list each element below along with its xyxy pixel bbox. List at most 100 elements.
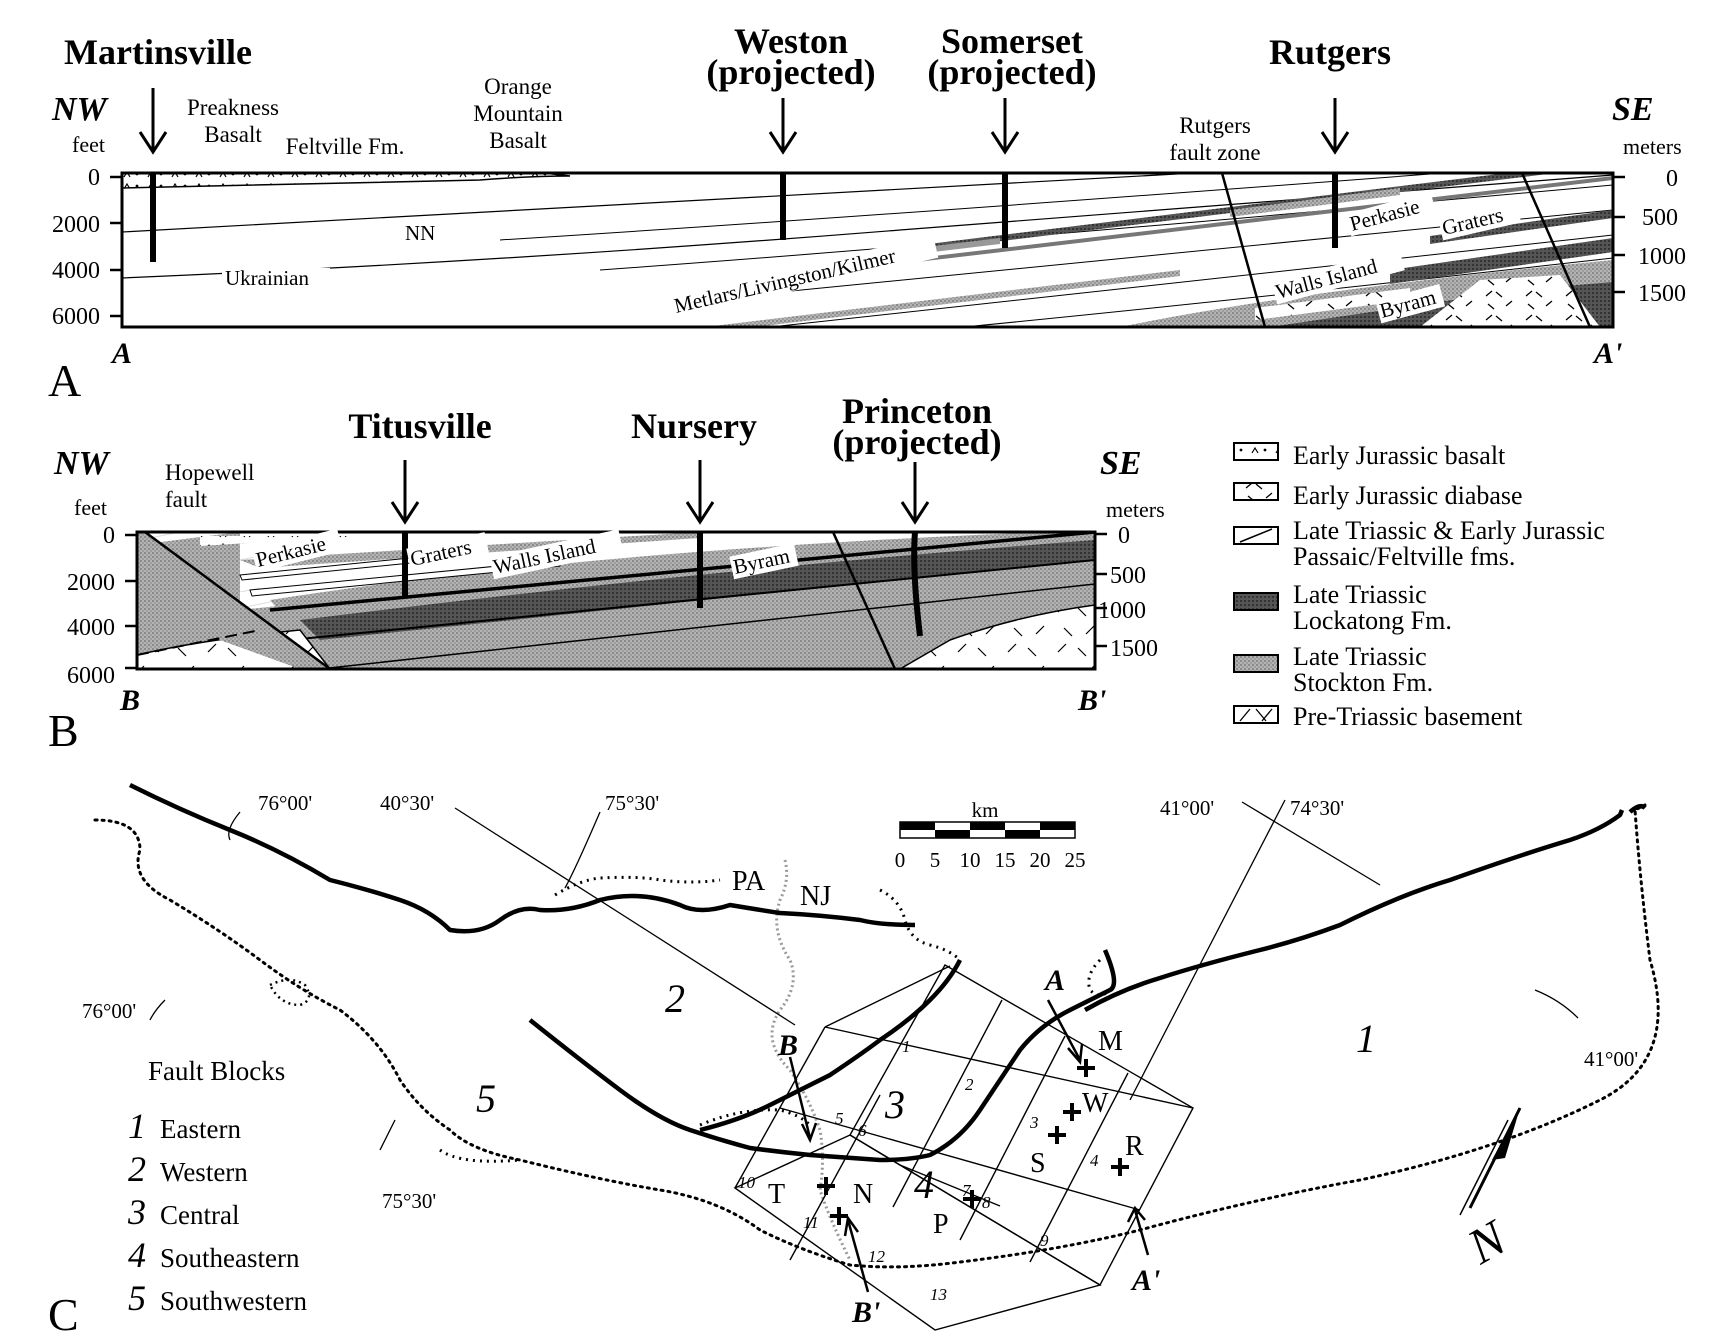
coord-lon76-top: 76°00': [258, 791, 312, 815]
grid-9: 9: [1040, 1231, 1049, 1250]
label-preakness-2: Basalt: [204, 122, 262, 147]
legend: Early Jurassic basalt Early Jurassic dia…: [1233, 441, 1605, 731]
western-fault: [528, 949, 1117, 1163]
well-w: W: [1082, 1088, 1109, 1119]
basin-boundary: [93, 803, 1660, 1269]
well-n: N: [853, 1179, 873, 1210]
a-feet-6000: 6000: [52, 304, 100, 330]
label-ukrainian: Ukrainian: [225, 266, 309, 290]
block-3: 3: [884, 1082, 905, 1127]
well-p: P: [933, 1209, 949, 1240]
coord-lon76-left: 76°00': [82, 999, 136, 1023]
scale-10: 10: [960, 848, 981, 872]
well-s: S: [1030, 1148, 1046, 1179]
a-m-1500: 1500: [1638, 281, 1686, 307]
a-feet-0: 0: [88, 165, 100, 191]
grid-4: 4: [1090, 1151, 1099, 1170]
label-hopewell-1: Hopewell: [165, 460, 254, 485]
b-m-1500: 1500: [1110, 636, 1158, 662]
state-pa: PA: [732, 866, 766, 897]
well-weston-projected: (projected): [706, 52, 875, 92]
legend-passaic-2: Passaic/Feltville fms.: [1293, 542, 1515, 571]
label-orange-2: Mountain: [473, 101, 563, 126]
legend-swatch-lockatong: [1233, 592, 1279, 611]
b-m-500: 500: [1110, 563, 1146, 589]
state-nj: NJ: [800, 881, 831, 912]
grid-6: 6: [858, 1121, 867, 1140]
panel-label-a: A: [48, 355, 81, 406]
b-m-1000: 1000: [1098, 598, 1146, 624]
scale-0: 0: [895, 848, 906, 872]
scale-25: 25: [1065, 848, 1086, 872]
section-b: Titusville Nursery Princeton (projected)…: [48, 391, 1165, 756]
label-orange-1: Orange: [484, 74, 552, 99]
legend-stockton-2: Stockton Fm.: [1293, 668, 1433, 697]
block-2: 2: [665, 976, 685, 1021]
grid-13: 13: [930, 1285, 947, 1304]
north-arrow: N: [1457, 1107, 1522, 1275]
label-nn: NN: [405, 221, 435, 245]
label-orange-3: Basalt: [489, 128, 547, 153]
section-b-meters: meters: [1106, 497, 1165, 522]
fb-num-3: 3: [127, 1192, 146, 1232]
legend-lockatong-2: Lockatong Fm.: [1293, 606, 1452, 635]
fb-num-5: 5: [128, 1278, 146, 1318]
coord-lon7530-bottom: 75°30': [382, 1189, 436, 1213]
legend-swatch-stockton: [1233, 654, 1279, 673]
coord-lat4100-top: 41°00': [1160, 796, 1214, 820]
scale-5: 5: [930, 848, 941, 872]
north-label: N: [1457, 1208, 1517, 1275]
fb-num-2: 2: [128, 1149, 146, 1189]
label-preakness-1: Preakness: [187, 95, 279, 120]
a-feet-2000: 2000: [52, 212, 100, 238]
coord-lon7430: 74°30': [1290, 796, 1344, 820]
grid-2: 2: [965, 1075, 974, 1094]
section-a-feet: feet: [72, 132, 105, 157]
legend-swatch-basement: [1233, 705, 1279, 724]
coord-lat4100-right: 41°00': [1584, 1047, 1638, 1071]
grid-5: 5: [835, 1109, 844, 1128]
fb-num-4: 4: [128, 1235, 146, 1275]
well-r: R: [1125, 1131, 1144, 1162]
section-b-feet: feet: [74, 495, 107, 520]
label-hopewell-2: fault: [165, 487, 208, 512]
grid: [733, 964, 1194, 1331]
well-somerset-projected: (projected): [927, 52, 1096, 92]
well-nursery: Nursery: [631, 406, 757, 446]
well-rutgers: Rutgers: [1269, 32, 1391, 72]
map-c: N km 0 5 10 15 20 25 76°00' 40°30' 75°30…: [48, 782, 1660, 1340]
legend-passaic-1: Late Triassic & Early Jurassic: [1293, 516, 1605, 545]
well-weston: Weston: [734, 21, 848, 61]
fb-name-2: Western: [160, 1157, 248, 1187]
scale-20: 20: [1030, 848, 1051, 872]
map-end-a: A: [1043, 964, 1065, 997]
map-end-b-prime: B': [851, 1296, 880, 1329]
grid-8: 8: [982, 1193, 991, 1212]
b-feet-0: 0: [103, 523, 115, 549]
grid-10: 10: [738, 1173, 756, 1192]
well-princeton: Princeton: [842, 391, 992, 431]
scale-title: km: [972, 798, 999, 822]
section-a-frame: [120, 171, 1615, 329]
fb-name-5: Southwestern: [160, 1286, 307, 1316]
panel-label-b: B: [48, 705, 79, 756]
legend-stockton-1: Late Triassic: [1293, 642, 1427, 671]
b-feet-2000: 2000: [67, 570, 115, 596]
legend-diabase: Early Jurassic diabase: [1293, 481, 1523, 510]
map-end-b: B: [777, 1029, 798, 1062]
section-a-nw: NW: [51, 91, 110, 128]
block-5: 5: [476, 1076, 496, 1121]
well-t: T: [768, 1179, 785, 1210]
fb-name-4: Southeastern: [160, 1243, 300, 1273]
legend-lockatong-1: Late Triassic: [1293, 580, 1427, 609]
section-a-se: SE: [1612, 91, 1654, 128]
well-princeton-projected: (projected): [832, 422, 1001, 462]
coord-lon7530-top: 75°30': [605, 791, 659, 815]
label-feltville: Feltville Fm.: [286, 134, 405, 159]
pa-nj-border: [770, 859, 852, 1261]
legend-swatch-diabase: [1233, 482, 1279, 501]
grid-11: 11: [803, 1213, 819, 1232]
label-rutgers-fault-1: Rutgers: [1179, 113, 1251, 138]
section-b-end-right: B': [1077, 684, 1106, 717]
